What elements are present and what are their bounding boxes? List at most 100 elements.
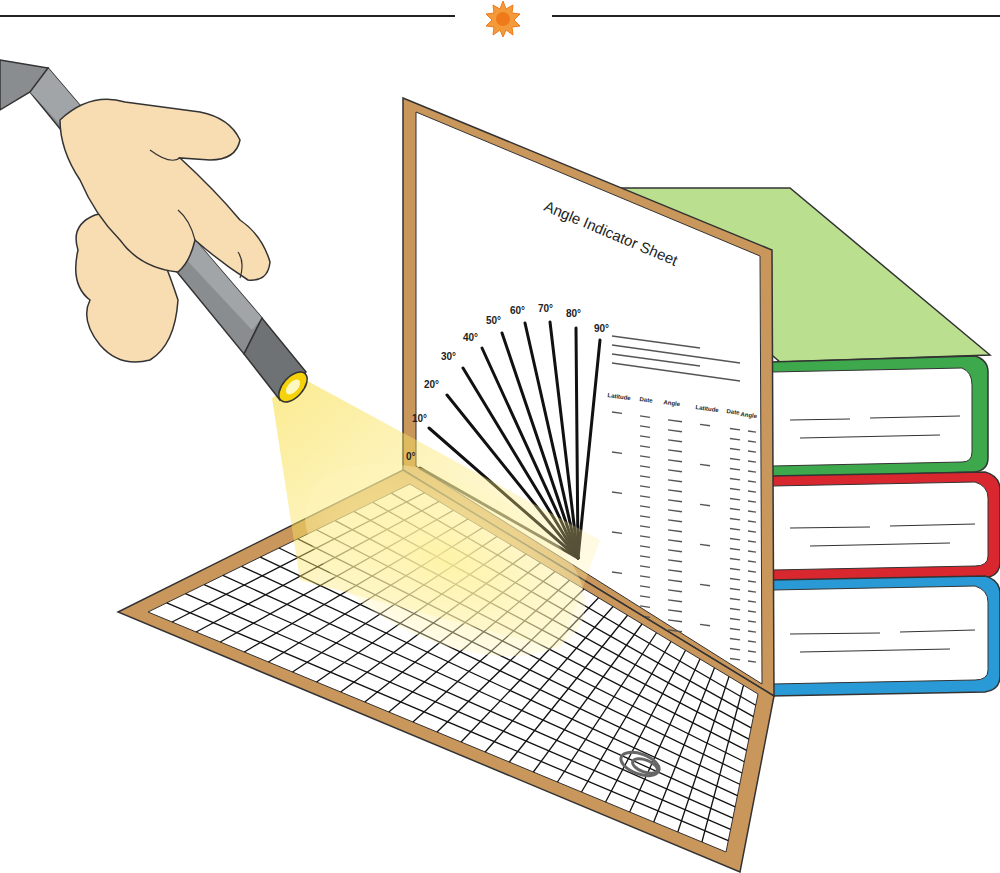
angle-label: 30° (441, 352, 456, 362)
page-line (790, 419, 850, 420)
beam-spot (275, 424, 615, 696)
table-cell-print (700, 504, 710, 505)
rule-line (552, 15, 1000, 17)
table-cell-print (700, 464, 710, 465)
table-cell-print (668, 600, 682, 602)
table-cell-print (640, 576, 650, 577)
table-cell-print (612, 532, 622, 533)
table-cell-print (730, 479, 740, 480)
light-beam (272, 378, 615, 696)
paper-clip (618, 748, 662, 780)
table-cell-print (640, 416, 650, 417)
table-cell-print (730, 629, 740, 630)
table-cell-print (730, 599, 740, 600)
table-cell-print (640, 486, 650, 487)
table-cell-print (748, 651, 756, 652)
table-cell-print (668, 450, 682, 452)
table-cell-print (748, 491, 756, 492)
angle-label: 50° (486, 316, 501, 326)
table-cell-print (668, 480, 682, 482)
table-cell-print (640, 436, 650, 437)
table-cell-print (612, 452, 622, 453)
page-line (900, 630, 975, 632)
table-cell-print (640, 496, 650, 497)
flashlight-head (244, 318, 306, 400)
angle-label: 40° (463, 333, 478, 343)
header-rule (0, 1, 1000, 37)
table-cell-print (748, 461, 756, 462)
table-cell-print (748, 621, 756, 622)
hand-fingers (60, 99, 270, 280)
table-cell-print (640, 586, 650, 587)
table-cell-print (748, 571, 756, 572)
table-cell-print (668, 500, 682, 502)
angle-label: 0° (406, 452, 416, 462)
small-print-line (612, 363, 740, 381)
table-cell-print (612, 412, 622, 413)
table-cell-print (668, 530, 682, 532)
table-cell-print (700, 584, 710, 585)
table-cell-print (668, 490, 682, 492)
table-cell-print (668, 560, 682, 562)
table-cell-print (640, 506, 650, 507)
table-cell-print (730, 459, 740, 460)
table-cell-print (748, 451, 756, 452)
book-spine (770, 576, 1000, 696)
page-line (800, 649, 950, 652)
small-print-line (612, 345, 740, 363)
table-cell-print (668, 540, 682, 542)
table-cell-print (730, 509, 740, 510)
angle-ray (578, 340, 600, 558)
fingernail (238, 252, 242, 278)
table-cell-print (668, 570, 682, 572)
table-cell-print (668, 440, 682, 442)
table-cell-print (640, 466, 650, 467)
angle-label: 90° (594, 324, 609, 334)
table-cell-print (730, 549, 740, 550)
table-cell-print (748, 631, 756, 632)
table-cell-print (668, 420, 682, 422)
table-cell-print (730, 439, 740, 440)
clip-loop (618, 748, 662, 780)
page-line (790, 633, 880, 634)
table-cell-print (730, 429, 740, 430)
flashlight-tail (0, 60, 48, 110)
angle-label: 80° (566, 309, 581, 319)
table-cell-print (748, 581, 756, 582)
table-cell-print (668, 610, 682, 612)
knuckle-line (150, 150, 180, 160)
table-cell-print (700, 544, 710, 545)
table-cell-print (748, 561, 756, 562)
table-cell-print (640, 446, 650, 447)
table-cell-print (668, 520, 682, 522)
sun-rays (486, 1, 520, 37)
table-cell-print (668, 630, 682, 632)
table-cell-print (748, 511, 756, 512)
sun-icon (486, 1, 520, 37)
table-cell-print (640, 546, 650, 547)
table-cell-print (730, 539, 740, 540)
clip-loop (631, 756, 660, 776)
table-cell-print (668, 550, 682, 552)
angle-label: 20° (424, 380, 439, 390)
table-cell-print (668, 470, 682, 472)
table-cell-print (612, 572, 622, 573)
table-cell-print (640, 566, 650, 567)
page-lines (790, 416, 975, 652)
flashlight-lens (274, 367, 313, 407)
table-cell-print (730, 579, 740, 580)
table-cell-print (748, 441, 756, 442)
angle-ray (576, 328, 578, 558)
table-cell-print (640, 476, 650, 477)
table-cell-print (640, 536, 650, 537)
page-line (810, 543, 950, 546)
table-cell-print (640, 556, 650, 557)
table-cell-print (730, 649, 740, 650)
book-pages (772, 368, 972, 466)
table-cell-print (730, 449, 740, 450)
table-cell-print (668, 460, 682, 462)
sun-disc (496, 12, 510, 26)
table-cell-print (668, 590, 682, 592)
